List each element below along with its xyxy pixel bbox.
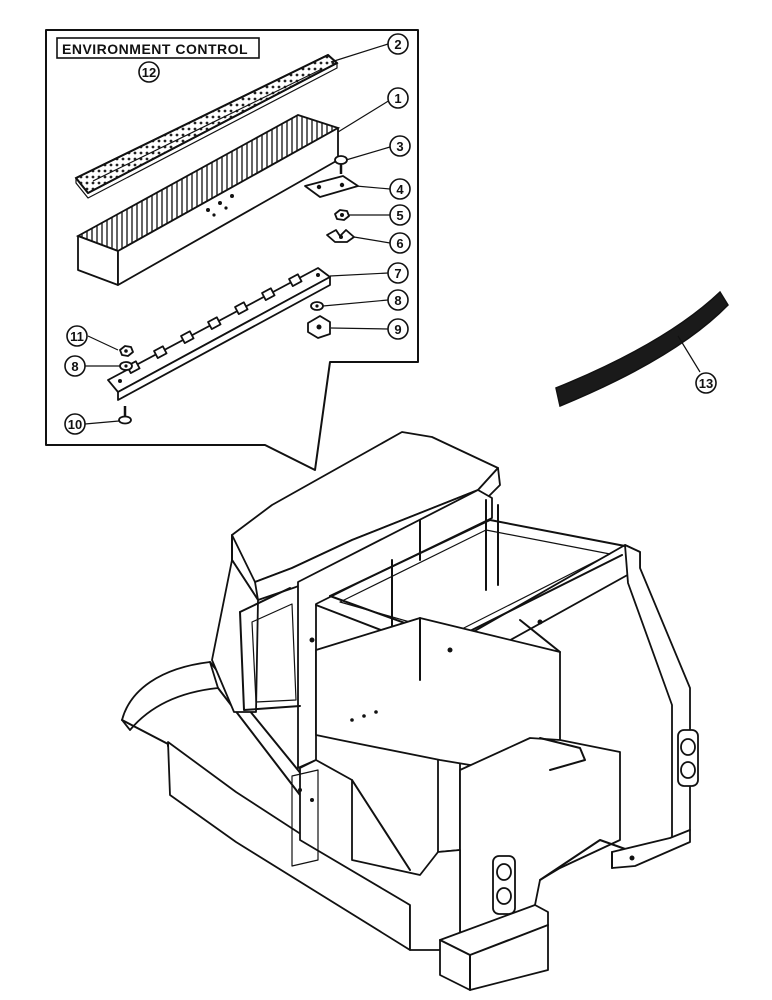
callout-12-label: 12 (142, 65, 156, 80)
gasket-frame (74, 53, 339, 199)
tractor-cab (121, 431, 699, 991)
svg-text:3: 3 (396, 139, 403, 154)
svg-text:5: 5 (396, 208, 403, 223)
callout-13: 13 (695, 372, 717, 394)
callout-7: 7 (387, 262, 409, 284)
inset-box (45, 29, 419, 471)
washer-part-left (119, 361, 133, 371)
seal-strip (555, 290, 729, 408)
filter-element (75, 114, 341, 286)
bracket-part (307, 315, 331, 339)
wing-nut-part (326, 229, 355, 243)
retainer-bar (107, 267, 331, 401)
inset-title-text: ENVIRONMENT CONTROL (62, 41, 248, 57)
callout-9: 9 (387, 318, 409, 340)
callout-3: 3 (389, 135, 411, 157)
screw-part (334, 155, 348, 174)
callout-1: 1 (387, 87, 409, 109)
svg-text:8: 8 (394, 293, 401, 308)
leader-lines (84, 43, 701, 425)
inset-title: ENVIRONMENT CONTROL 12 (56, 37, 260, 83)
svg-text:13: 13 (699, 376, 713, 391)
svg-text:7: 7 (394, 266, 401, 281)
callout-8-right: 8 (387, 289, 409, 311)
clamp-plate (304, 175, 359, 198)
svg-text:2: 2 (394, 37, 401, 52)
svg-text:1: 1 (394, 91, 401, 106)
svg-text:10: 10 (68, 417, 82, 432)
nut-part-left (119, 345, 134, 357)
svg-text:6: 6 (396, 236, 403, 251)
nut-part (334, 209, 350, 221)
svg-text:11: 11 (70, 329, 84, 344)
callout-4: 4 (389, 178, 411, 200)
callout-6: 6 (389, 232, 411, 254)
callout-11: 11 (66, 325, 88, 347)
callout-2: 2 (387, 33, 409, 55)
svg-text:9: 9 (394, 322, 401, 337)
callout-10: 10 (64, 413, 86, 435)
svg-text:4: 4 (396, 182, 404, 197)
svg-text:8: 8 (71, 359, 78, 374)
callout-5: 5 (389, 204, 411, 226)
callout-8-left: 8 (64, 355, 86, 377)
stud-bolt-part (118, 406, 132, 425)
washer-part-right (310, 301, 324, 311)
